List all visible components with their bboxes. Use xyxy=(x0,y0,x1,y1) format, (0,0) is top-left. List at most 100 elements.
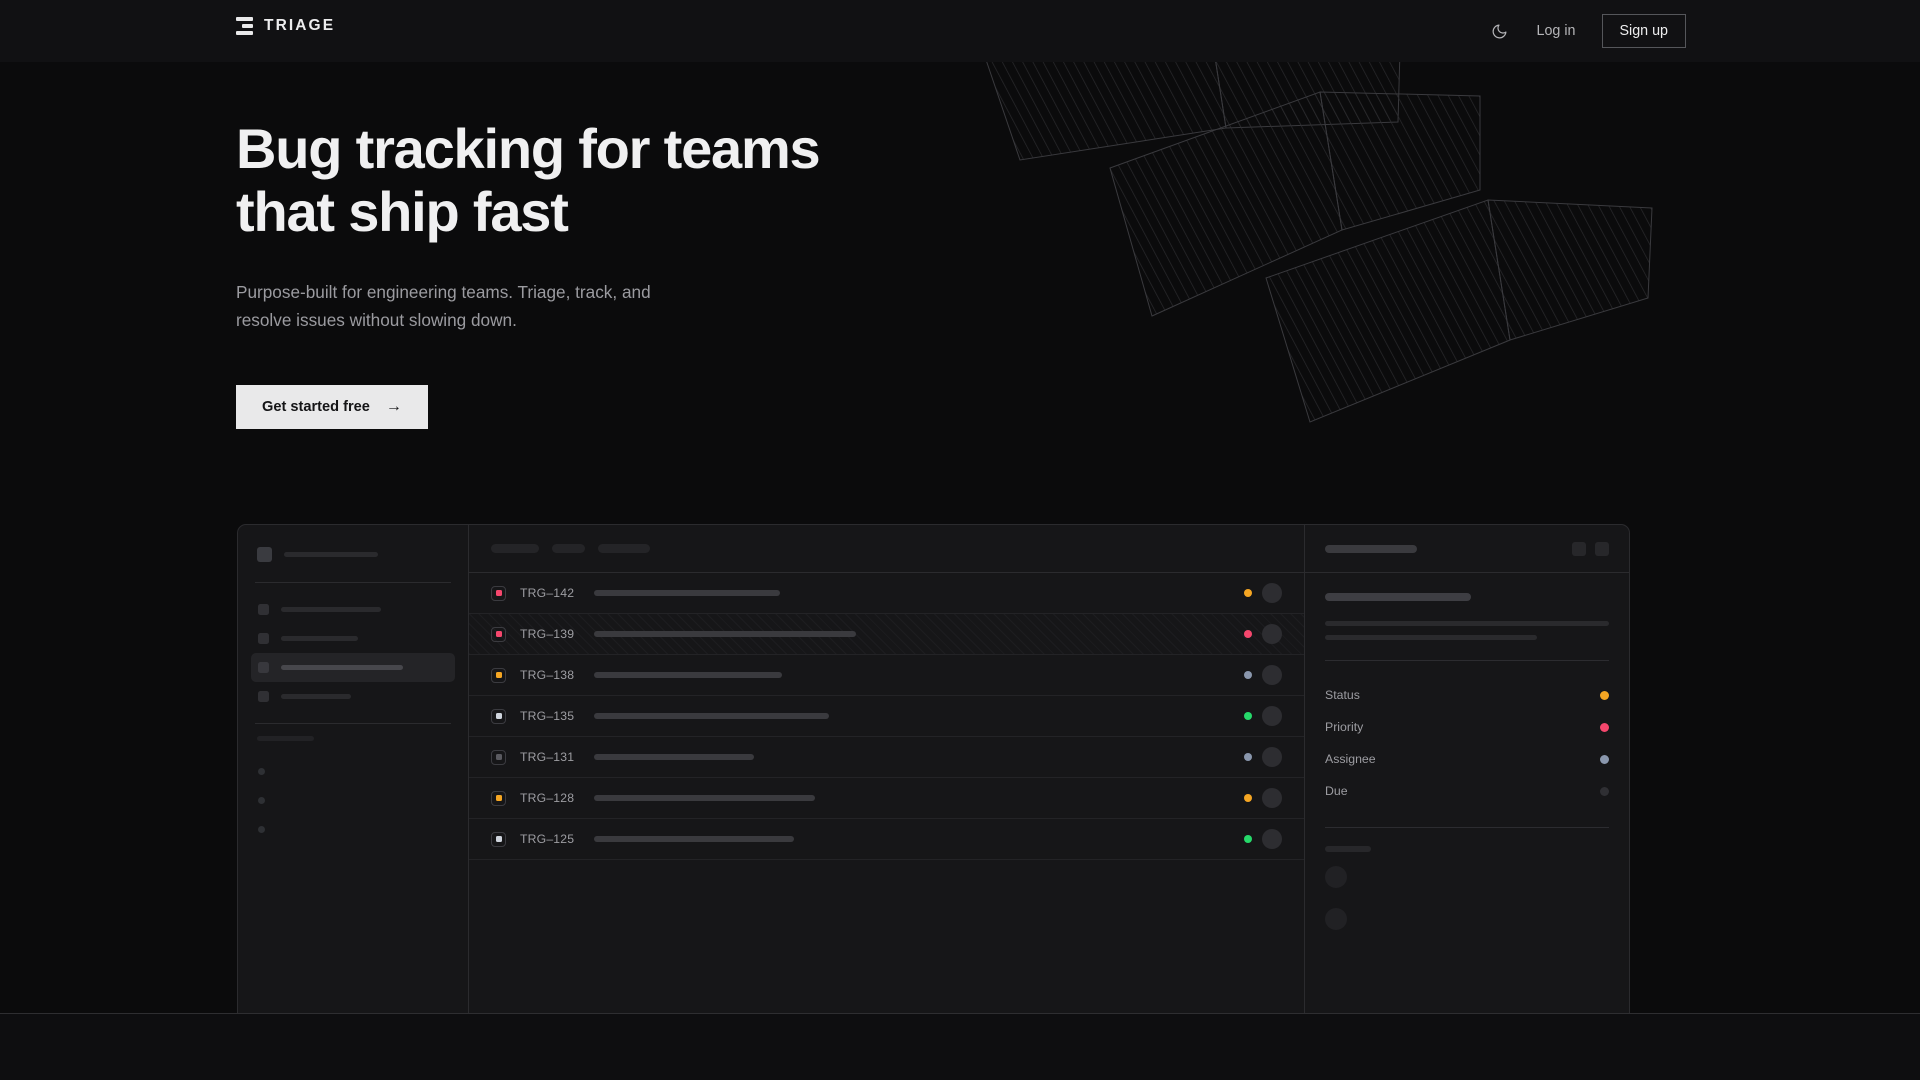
issue-status-icon[interactable] xyxy=(491,831,506,847)
detail-issue-title-placeholder xyxy=(1325,593,1471,601)
issue-priority-dot[interactable] xyxy=(1244,630,1252,638)
detail-description-placeholder xyxy=(1325,621,1609,640)
issue-status-icon[interactable] xyxy=(491,626,506,642)
issue-priority-dot[interactable] xyxy=(1244,794,1252,802)
detail-field-value-dot xyxy=(1600,786,1609,796)
issue-title-placeholder xyxy=(594,754,754,760)
signup-button[interactable]: Sign up xyxy=(1601,14,1686,48)
sidebar-item-label xyxy=(281,665,403,670)
issue-id: TRG–135 xyxy=(520,709,575,723)
hero-section: Bug tracking for teams that ship fast Pu… xyxy=(236,117,821,430)
issue-priority-dot[interactable] xyxy=(1244,589,1252,597)
sidebar-sub-item-1[interactable] xyxy=(251,786,455,815)
sidebar-sub-item-0[interactable] xyxy=(251,757,455,786)
detail-title-placeholder xyxy=(1325,544,1417,553)
sidebar-sub-item-dot xyxy=(258,826,265,833)
detail-field-assignee[interactable]: Assignee xyxy=(1325,743,1609,775)
detail-header-icons xyxy=(1572,541,1609,556)
detail-field-value-dot xyxy=(1600,690,1609,700)
sidebar-sub-item-dot xyxy=(258,797,265,804)
sidebar-sub-item-dot xyxy=(258,768,265,775)
detail-panel-header xyxy=(1305,525,1629,573)
issue-row-meta xyxy=(1244,747,1282,767)
sidebar-item-icon xyxy=(258,662,269,673)
avatar[interactable] xyxy=(1325,908,1347,930)
sidebar-item-2[interactable] xyxy=(251,653,455,682)
issue-id: TRG–142 xyxy=(520,586,575,600)
sidebar-item-icon xyxy=(258,691,269,702)
issue-title-placeholder xyxy=(594,713,829,719)
issue-priority-dot[interactable] xyxy=(1244,835,1252,843)
detail-field-due[interactable]: Due xyxy=(1325,775,1609,807)
list-filter-toolbar xyxy=(469,525,1304,573)
issue-priority-dot[interactable] xyxy=(1244,753,1252,761)
sidebar-item-icon xyxy=(258,633,269,644)
avatar[interactable] xyxy=(1325,866,1347,888)
issue-status-icon[interactable] xyxy=(491,749,506,765)
issue-priority-dot[interactable] xyxy=(1244,671,1252,679)
table-row[interactable]: TRG–131 xyxy=(469,737,1304,778)
mockup-sidebar xyxy=(238,525,469,1013)
triage-bars-icon xyxy=(236,17,253,35)
detail-field-label: Due xyxy=(1325,784,1348,798)
arrow-right-icon: → xyxy=(385,398,402,416)
detail-field-status[interactable]: Status xyxy=(1325,679,1609,711)
sidebar-sub-items xyxy=(251,757,455,844)
avatar[interactable] xyxy=(1262,747,1282,767)
issue-row-meta xyxy=(1244,583,1282,603)
issue-title-placeholder xyxy=(594,836,794,842)
get-started-button[interactable]: Get started free → xyxy=(236,385,428,430)
sidebar-item-1[interactable] xyxy=(251,624,455,653)
sidebar-item-3[interactable] xyxy=(251,682,455,711)
avatar[interactable] xyxy=(1262,583,1282,603)
sidebar-item-icon xyxy=(258,604,269,615)
table-row[interactable]: TRG–125 xyxy=(469,819,1304,860)
issue-status-icon[interactable] xyxy=(491,790,506,806)
table-row[interactable]: TRG–142 xyxy=(469,573,1304,614)
table-row[interactable]: TRG–128 xyxy=(469,778,1304,819)
filter-chip-1[interactable] xyxy=(552,544,585,553)
sidebar-item-0[interactable] xyxy=(251,595,455,624)
table-row[interactable]: TRG–139 xyxy=(469,614,1304,655)
sidebar-nav xyxy=(251,595,455,711)
issue-status-icon[interactable] xyxy=(491,708,506,724)
page-title: Bug tracking for teams that ship fast xyxy=(236,117,821,243)
issue-priority-dot[interactable] xyxy=(1244,712,1252,720)
table-row[interactable]: TRG–135 xyxy=(469,696,1304,737)
avatar[interactable] xyxy=(1262,665,1282,685)
nav-actions: Log in Sign up xyxy=(1489,0,1686,62)
detail-field-value-dot xyxy=(1600,722,1609,732)
detail-field-priority[interactable]: Priority xyxy=(1325,711,1609,743)
moon-icon[interactable] xyxy=(1489,20,1511,42)
sidebar-item-label xyxy=(281,694,351,699)
table-row[interactable]: TRG–138 xyxy=(469,655,1304,696)
filter-chip-2[interactable] xyxy=(598,544,650,553)
avatar[interactable] xyxy=(1262,788,1282,808)
hero-subtitle: Purpose-built for engineering teams. Tri… xyxy=(236,282,651,331)
login-link[interactable]: Log in xyxy=(1536,23,1576,39)
issue-title-placeholder xyxy=(594,631,856,637)
sidebar-workspace-switcher[interactable] xyxy=(251,539,455,570)
top-navbar: TRIAGE Log in Sign up xyxy=(0,0,1920,62)
issue-row-meta xyxy=(1244,829,1282,849)
sidebar-divider xyxy=(255,582,451,583)
detail-activity-avatars xyxy=(1325,866,1609,930)
detail-header-icon-1[interactable] xyxy=(1595,541,1609,556)
brand-logo[interactable]: TRIAGE xyxy=(236,17,335,35)
filter-chip-0[interactable] xyxy=(491,544,539,553)
issue-status-icon[interactable] xyxy=(491,585,506,601)
issue-status-icon[interactable] xyxy=(491,667,506,683)
sidebar-sub-item-2[interactable] xyxy=(251,815,455,844)
detail-header-icon-0[interactable] xyxy=(1572,541,1586,556)
sidebar-item-label xyxy=(281,607,381,612)
decorative-hatched-panels xyxy=(980,37,1800,490)
avatar[interactable] xyxy=(1262,829,1282,849)
sidebar-item-label xyxy=(281,636,358,641)
issue-row-meta xyxy=(1244,665,1282,685)
avatar[interactable] xyxy=(1262,624,1282,644)
avatar[interactable] xyxy=(1262,706,1282,726)
